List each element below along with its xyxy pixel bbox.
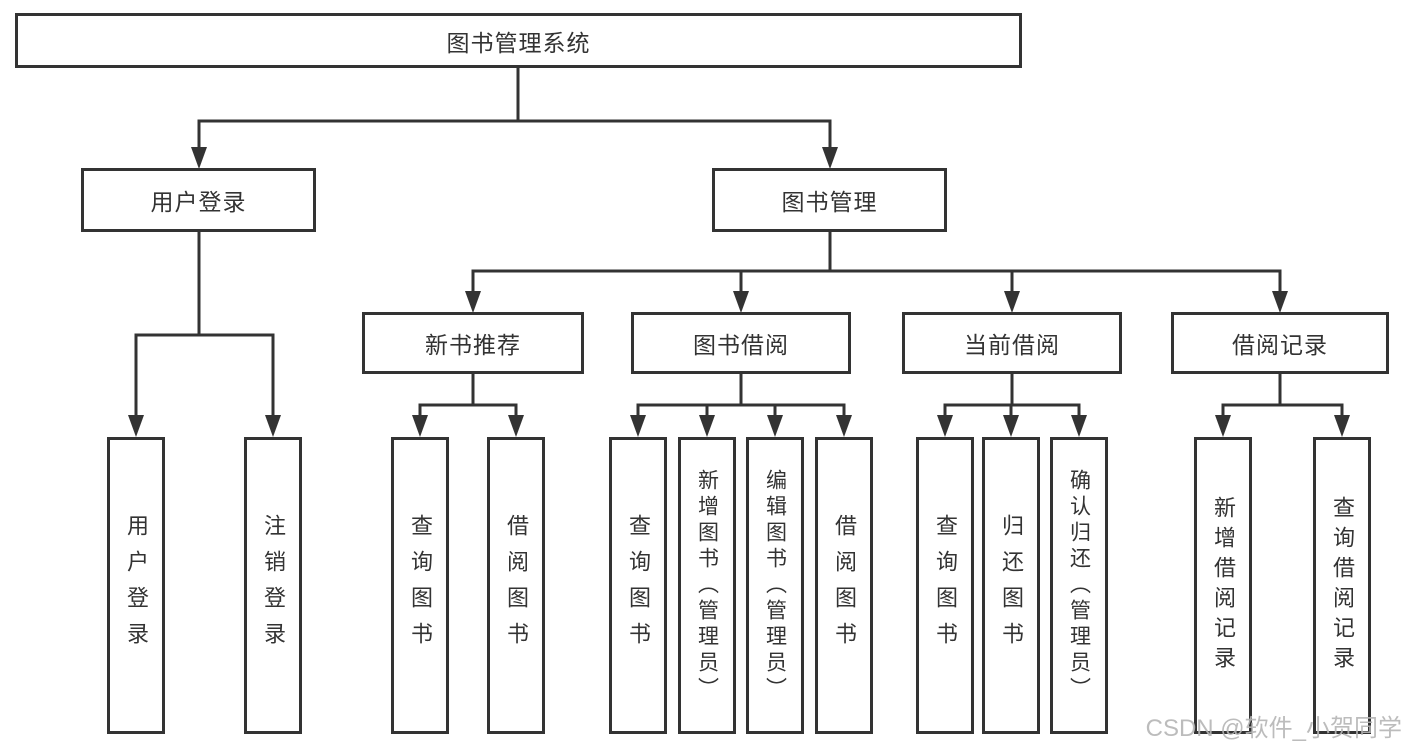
leaf-user-login: 用户登录 [107, 437, 165, 734]
node-label: 注销登录 [261, 513, 286, 658]
node-label: 编辑图书（管理员） [763, 468, 787, 703]
connector-root-to-level2 [191, 68, 838, 169]
leaf-query-books-3: 查询图书 [916, 437, 974, 734]
node-label: 归还图书 [999, 513, 1024, 658]
leaf-confirm-return-admin: 确认归还（管理员） [1050, 437, 1108, 734]
connector-new-book-branch [412, 374, 524, 437]
node-label: 图书管理 [781, 189, 878, 215]
connector-book-management-branch [465, 232, 1288, 313]
leaf-borrow-books-1: 借阅图书 [487, 437, 545, 734]
leaf-borrow-books-2: 借阅图书 [815, 437, 873, 734]
node-label: 借阅图书 [832, 513, 857, 658]
leaf-return-books: 归还图书 [982, 437, 1040, 734]
leaf-logout: 注销登录 [244, 437, 302, 734]
node-label: 新增图书（管理员） [695, 468, 719, 703]
leaf-edit-books-admin: 编辑图书（管理员） [746, 437, 804, 734]
node-label: 当前借阅 [964, 332, 1060, 358]
node-label: 查询借阅记录 [1330, 495, 1355, 676]
connector-current-borrow-branch [937, 374, 1087, 437]
node-label: 用户登录 [124, 513, 149, 658]
node-book-management: 图书管理 [712, 168, 947, 232]
node-new-book-recommend: 新书推荐 [362, 312, 584, 374]
connector-borrow-records-branch [1215, 374, 1350, 437]
node-label: 图书借阅 [693, 332, 789, 358]
node-user-login: 用户登录 [81, 168, 316, 232]
node-label: 查询图书 [933, 513, 958, 658]
connector-user-login-branch [128, 232, 281, 437]
leaf-query-books-1: 查询图书 [391, 437, 449, 734]
node-book-borrow: 图书借阅 [631, 312, 851, 374]
node-label: 图书管理系统 [446, 29, 591, 56]
node-label: 新书推荐 [425, 332, 521, 358]
node-label: 查询图书 [626, 513, 651, 658]
leaf-query-borrow-record: 查询借阅记录 [1313, 437, 1371, 734]
node-label: 查询图书 [408, 513, 433, 658]
connector-book-borrow-branch [630, 374, 852, 437]
leaf-query-books-2: 查询图书 [609, 437, 667, 734]
node-label: 借阅记录 [1232, 332, 1328, 358]
node-label: 新增借阅记录 [1211, 495, 1236, 676]
node-borrow-records: 借阅记录 [1171, 312, 1389, 374]
node-label: 确认归还（管理员） [1067, 468, 1091, 703]
leaf-add-borrow-record: 新增借阅记录 [1194, 437, 1252, 734]
node-label: 用户登录 [150, 189, 247, 215]
leaf-add-books-admin: 新增图书（管理员） [678, 437, 736, 734]
node-library-management-system: 图书管理系统 [15, 13, 1022, 68]
node-label: 借阅图书 [504, 513, 529, 658]
node-current-borrow: 当前借阅 [902, 312, 1122, 374]
